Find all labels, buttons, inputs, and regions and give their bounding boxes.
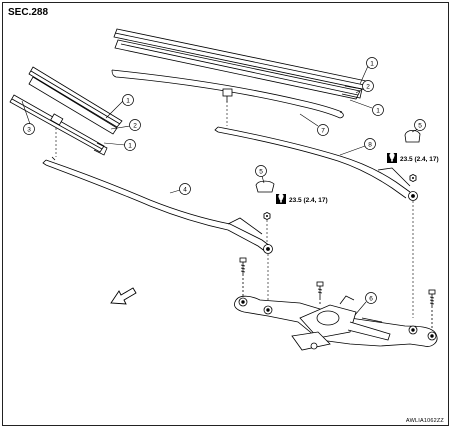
diagram-border <box>2 2 449 426</box>
svg-text:2: 2 <box>133 123 137 130</box>
callout-2b: 2 <box>129 119 141 131</box>
passenger-blade-refill <box>111 69 344 119</box>
driver-wiper-arm <box>42 156 273 254</box>
callout-1d: 1 <box>124 139 136 151</box>
callout-2a: 2 <box>362 80 374 92</box>
callout-6: 6 <box>365 292 377 304</box>
svg-text:5: 5 <box>259 169 263 176</box>
svg-text:1: 1 <box>370 61 374 68</box>
svg-text:1: 1 <box>376 108 380 115</box>
arm-nut-right <box>409 174 417 182</box>
svg-text:4: 4 <box>183 187 187 194</box>
callout-7: 7 <box>317 124 329 136</box>
section-label: SEC.288 <box>8 7 49 18</box>
svg-text:5: 5 <box>418 123 422 130</box>
figure-code: AWLIA1062ZZ <box>405 418 444 424</box>
mounting-bolt-right <box>428 289 436 330</box>
svg-text:6: 6 <box>369 296 373 303</box>
svg-text:8: 8 <box>368 142 372 149</box>
passenger-wiper-arm <box>214 126 418 201</box>
arm-nut-left <box>263 212 271 220</box>
mounting-bolt-center <box>316 281 324 306</box>
svg-text:7: 7 <box>321 128 325 135</box>
callout-5a: 5 <box>255 165 267 177</box>
callout-1a: 1 <box>366 57 378 69</box>
driver-wiper-blade <box>9 66 123 156</box>
callout-3: 3 <box>23 123 35 135</box>
arm-cap-left <box>255 180 275 193</box>
callout-leaders <box>21 65 419 316</box>
callout-4: 4 <box>179 183 191 195</box>
arm-cap-right <box>404 129 421 143</box>
callout-1c: 1 <box>122 94 134 106</box>
wiper-motor-linkage <box>234 295 438 351</box>
torque-wrench-icon <box>387 152 397 163</box>
mounting-bolt-left <box>239 257 247 298</box>
torque-wrench-icon <box>276 193 286 204</box>
svg-text:3: 3 <box>27 127 31 134</box>
callout-1b: 1 <box>372 104 384 116</box>
torque-spec-upper: 23.5 (2.4, 17) <box>400 156 439 163</box>
svg-text:2: 2 <box>366 84 370 91</box>
svg-text:1: 1 <box>126 98 130 105</box>
passenger-wiper-blade <box>113 28 372 100</box>
front-arrow-icon <box>110 287 137 305</box>
callout-8: 8 <box>364 138 376 150</box>
svg-text:1: 1 <box>128 143 132 150</box>
callout-5b: 5 <box>414 119 426 131</box>
torque-spec-lower: 23.5 (2.4, 17) <box>289 197 328 204</box>
